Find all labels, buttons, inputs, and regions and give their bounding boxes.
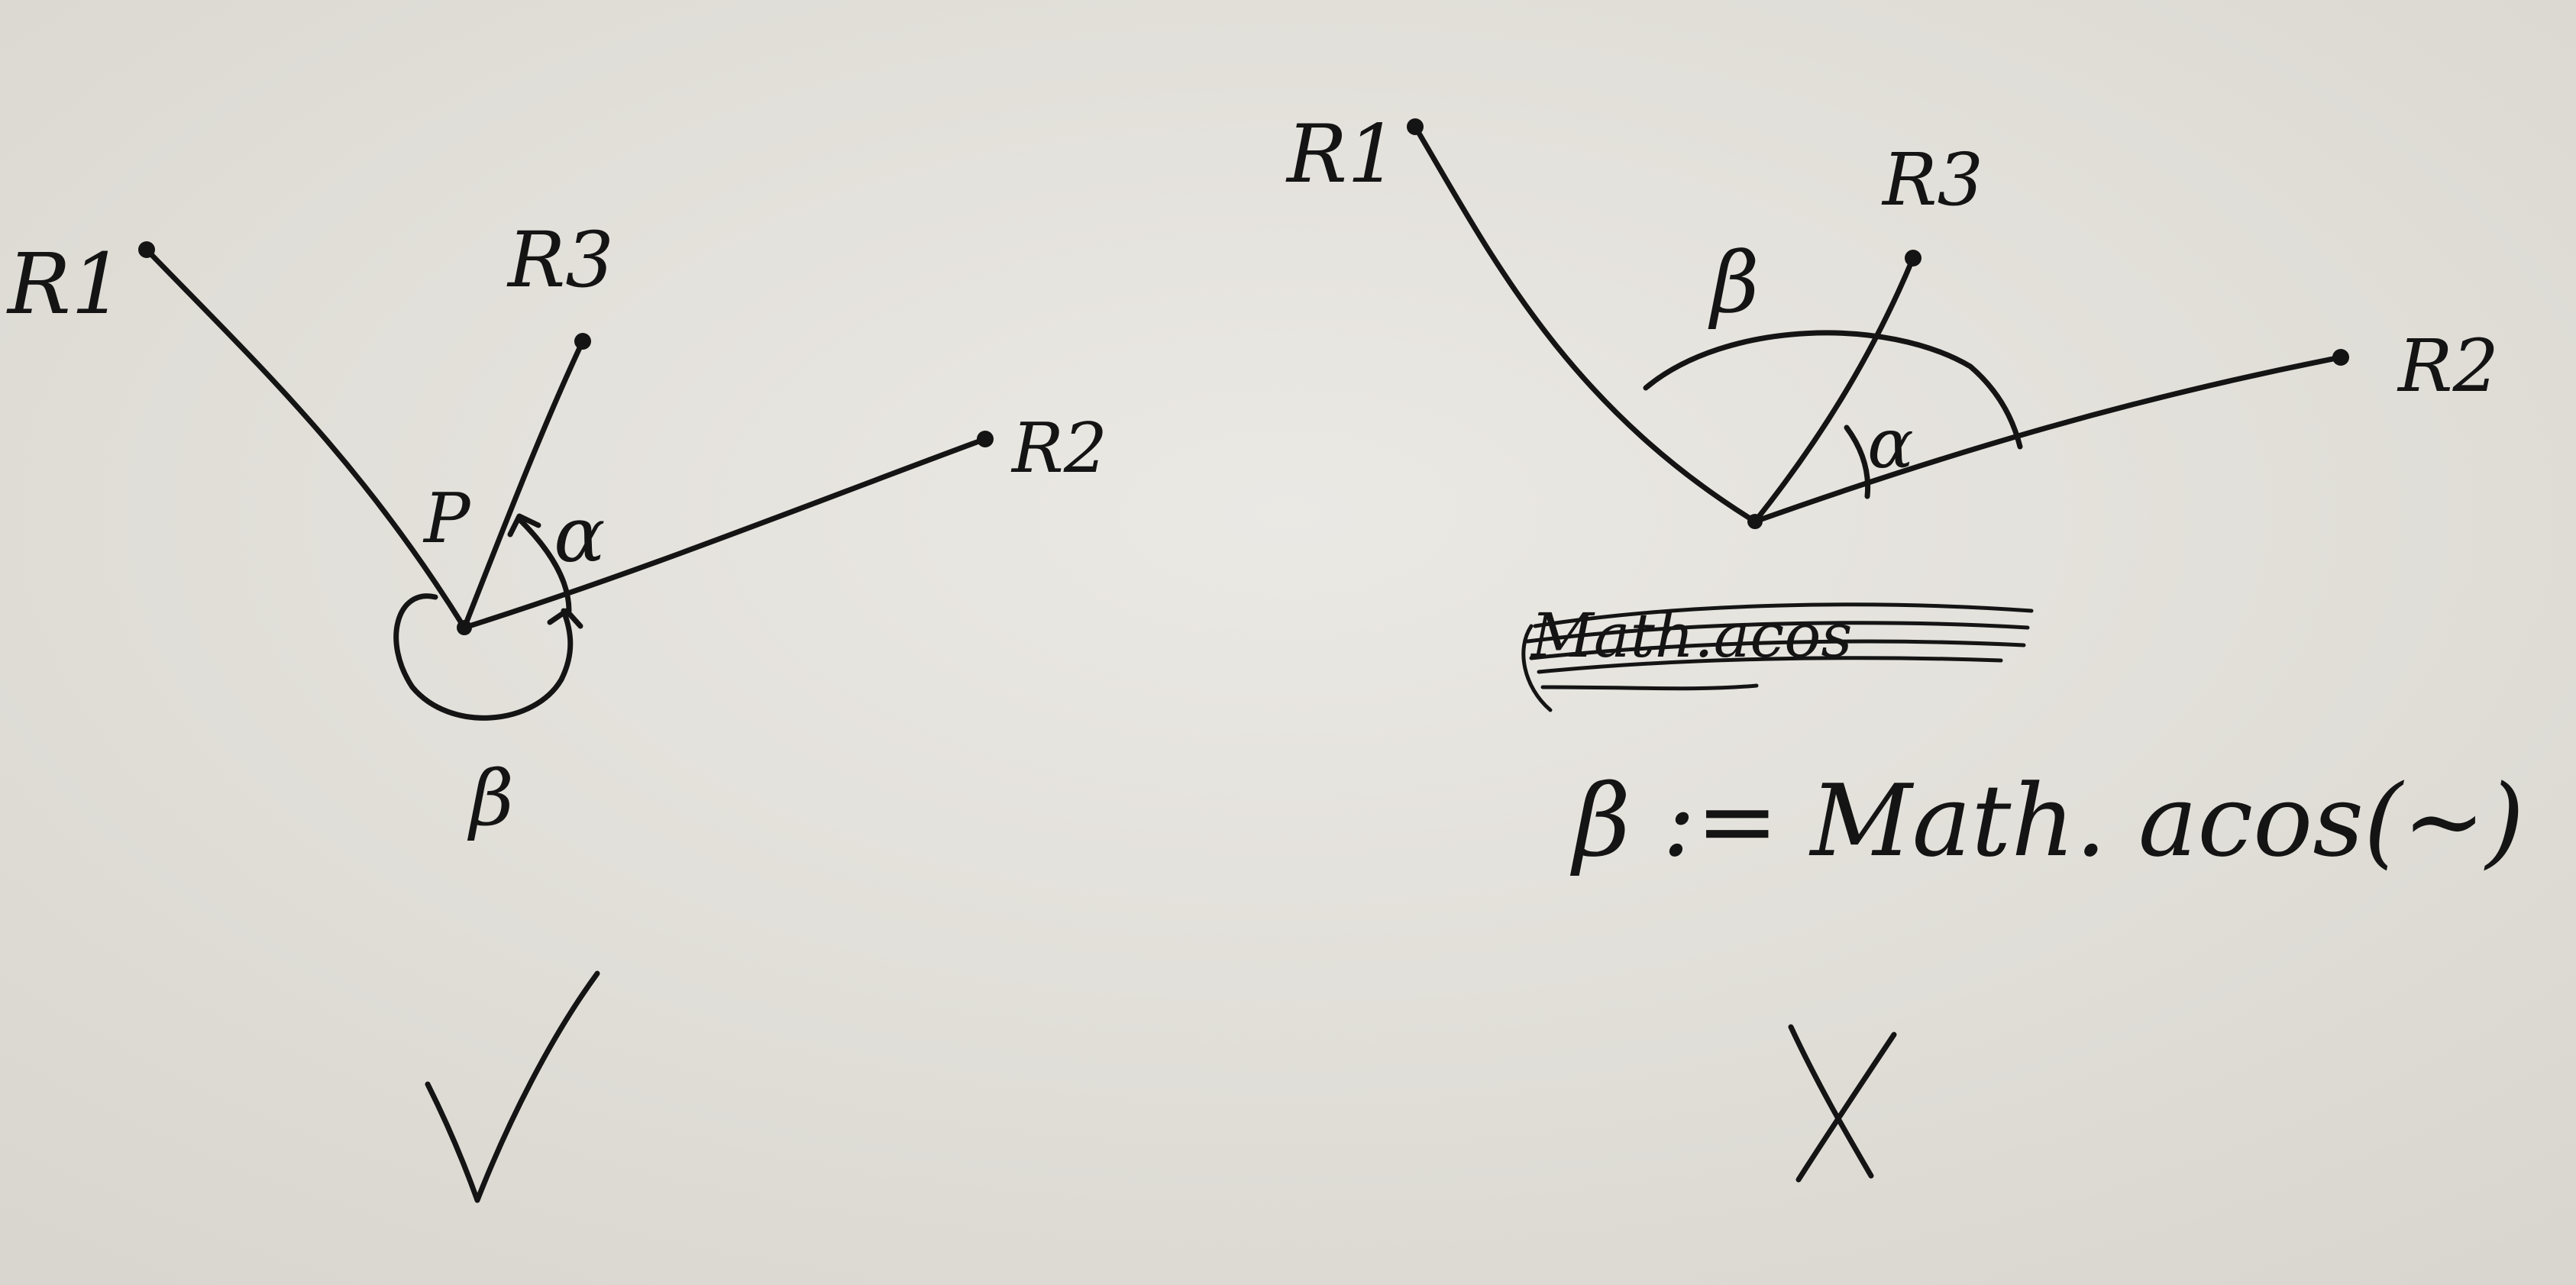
left-point-r3 [574,333,591,350]
left-label-alpha: α [554,490,606,580]
left-beta-arrowhead [547,608,583,629]
right-point-r1 [1407,118,1424,135]
right-label-r1: R1 [1285,108,1398,201]
right-diagram: R1 R3 R2 β α Math.acos β := Math. acos(~… [1285,108,2524,1183]
right-beta-arc [1643,330,2023,450]
left-label-r2: R2 [1010,408,1107,489]
right-ray-r2 [1752,354,2344,525]
left-verdict-check-icon [425,970,600,1203]
left-alpha-arc [516,516,572,614]
right-label-beta: β [1708,234,1760,331]
right-label-alpha: α [1867,404,1914,484]
right-point-r2 [2332,349,2349,366]
left-alpha-arrowhead [507,513,541,538]
left-point-r1 [138,241,155,258]
right-point-r3 [1905,250,1921,266]
right-label-r2: R2 [2397,324,2499,408]
right-strike-scribble [1521,602,2034,712]
left-label-r1: R1 [6,235,124,333]
right-alpha-arc [1844,425,1871,499]
left-diagram: R1 R3 R2 P α β ✓ [6,215,1107,1203]
left-label-p: P [422,479,471,559]
left-point-r2 [977,431,994,447]
right-label-r3: R3 [1881,138,1983,222]
left-label-beta: β [467,754,514,843]
left-ray-r1 [144,247,467,631]
left-ray-r2 [461,436,988,631]
right-formula: β := Math. acos(~) [1569,763,2524,879]
right-struck-text: Math.acos [1521,600,2034,712]
right-ray-r3 [1752,255,1916,525]
left-point-p [457,620,472,635]
right-ray-r1 [1412,124,1758,525]
left-label-r3: R3 [506,215,614,305]
left-ray-r3 [461,338,586,631]
right-verdict-x-icon [1788,1024,1897,1183]
left-beta-arc [393,593,574,721]
right-point-vertex [1747,514,1763,529]
